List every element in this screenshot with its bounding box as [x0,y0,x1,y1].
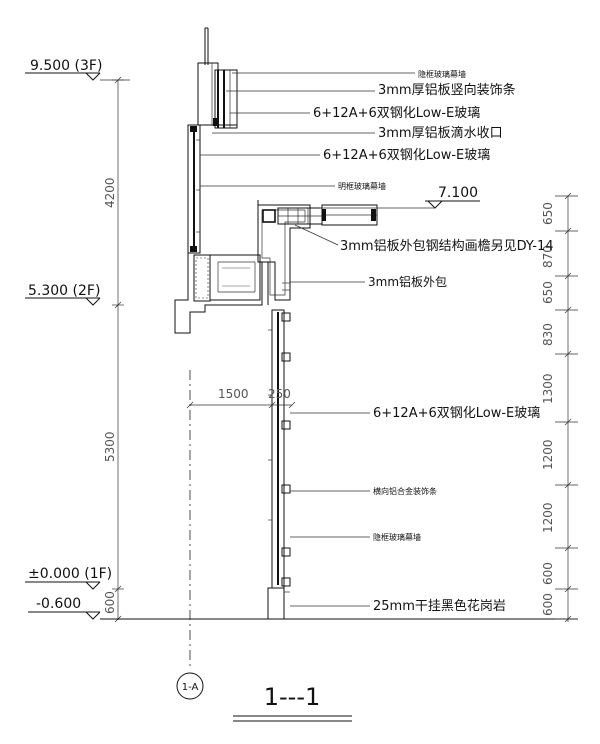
note-canopy-cladding: 3mm铝板外包钢结构画檐另见DY-14 [340,239,554,254]
note-lowe-glass-2: 6+12A+6双钢化Low-E玻璃 [323,148,490,163]
note-hidden-frame-wall-lower: 隐框玻璃幕墙 [373,532,421,542]
dim-1500: 1500 [218,387,249,401]
dim-right-870: 870 [541,245,555,268]
note-horizontal-trim: 横向铝合金装饰条 [373,486,437,496]
dim-4200: 4200 [103,177,117,208]
level-label-ground: -0.600 [36,596,81,612]
dim-5300: 5300 [103,431,117,462]
lower-curtain-wall [267,309,291,620]
grid-axis-label: 1-A [182,682,199,693]
note-granite: 25mm干挂黑色花岗岩 [373,598,506,614]
left-dimension-chain: 4200 5300 600 [103,76,124,623]
floor-slab-2f [174,253,269,334]
canopy-structure [257,200,378,301]
dim-250: 250 [268,387,291,401]
upper-curtain-wall [187,27,238,254]
level-marker-canopy: 7.100 [320,185,480,209]
note-aluminum-cladding: 3mm铝板外包 [368,274,447,289]
horizontal-dimension: 1500 250 [186,387,296,409]
note-drip-edge: 3mm厚铝板滴水收口 [378,125,503,141]
dim-right-600a: 600 [541,562,555,585]
dim-right-650a: 650 [541,202,555,225]
dim-600-left: 600 [103,591,117,614]
section-title-block: 1---1 [233,683,352,722]
note-aluminum-vertical-trim: 3mm厚铝板竖向装饰条 [378,82,516,98]
level-label-2f: 5.300 (2F) [28,283,100,299]
note-exposed-frame-wall: 明框玻璃幕墙 [338,181,386,191]
level-label-3f: 9.500 (3F) [30,58,102,74]
dim-right-600b: 600 [541,593,555,616]
level-label-1f: ±0.000 (1F) [28,566,112,582]
right-dimension-chain: 650 870 650 830 1300 1200 1200 600 600 [541,192,578,623]
level-marker-2f: 5.300 (2F) [25,283,100,306]
note-hidden-frame-wall-upper: 隐框玻璃幕墙 [418,69,466,79]
section-title: 1---1 [264,683,321,711]
dim-right-650b: 650 [541,281,555,304]
note-lowe-glass-3: 6+12A+6双钢化Low-E玻璃 [373,406,540,421]
leader-lines [200,72,415,607]
grid-axis-bubble: 1-A [176,672,204,700]
level-label-canopy: 7.100 [438,185,478,201]
level-marker-3f: 9.500 (3F) [25,58,130,81]
level-marker-1f: ±0.000 (1F) [25,566,112,590]
dim-right-1200a: 1200 [541,439,555,470]
level-marker-ground: -0.600 [28,596,101,620]
dim-right-1200b: 1200 [541,502,555,533]
dim-right-830: 830 [541,323,555,346]
dim-right-1300: 1300 [541,373,555,404]
note-lowe-glass-1: 6+12A+6双钢化Low-E玻璃 [313,106,480,121]
